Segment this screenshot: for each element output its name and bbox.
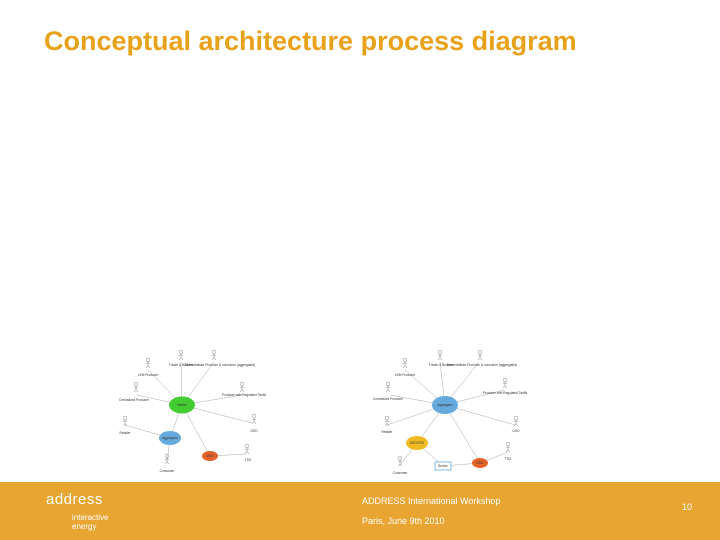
actor-icon [402, 357, 408, 369]
left-aggregator-label: Aggregator [162, 436, 179, 440]
right-red-label: DSO [477, 461, 484, 465]
right-sub-label: DSO/TSO [410, 441, 425, 445]
slide-title: Conceptual architecture process diagram [44, 26, 577, 56]
actor-icon [145, 357, 151, 369]
left-dso-label: DSO [207, 454, 214, 458]
left-actor-label: Decentralised Producer & consumer (aggre… [185, 363, 255, 367]
actor-icon [397, 455, 403, 467]
actor-icon [178, 349, 184, 361]
left-aggregator-node [159, 431, 181, 445]
page-number: 10 [682, 502, 693, 512]
left-actor-label: Consumer [160, 469, 176, 473]
left-dso-node [202, 451, 218, 461]
actor-icon [513, 415, 519, 427]
left-actor-label: Trader & Brokers [169, 363, 194, 367]
actor-icon [211, 349, 217, 361]
logo-tagline-line1: interactive [72, 513, 109, 522]
logo-tagline-line2: energy [72, 522, 97, 531]
actor-icon [244, 443, 250, 455]
right-actor-label: DSO [513, 429, 520, 433]
actor-icon [251, 413, 257, 425]
actor-icon [239, 381, 245, 393]
left-actor-label: Producer with Regulated Tariffs [222, 393, 267, 397]
footer-event: ADDRESS International Workshop [362, 496, 501, 506]
left-actor-label: TSO [245, 458, 252, 462]
right-hub-node [432, 396, 458, 414]
logo-tagline: interactive energy [72, 513, 132, 531]
right-box-node [434, 461, 452, 471]
right-actor-label: Retailer [382, 430, 394, 434]
left-actor-label: LEM Producer [138, 373, 159, 377]
actor-icon [133, 381, 139, 393]
right-actor-label: Centralized Producer [373, 397, 404, 401]
right-sub-node [406, 436, 428, 450]
left-hub-label: Market [177, 403, 187, 407]
actor-icon [505, 441, 511, 453]
left-process-diagram: Trader & Brokers Decentralised Producer … [119, 349, 267, 473]
right-actor-label: Consumer [393, 471, 409, 475]
right-actor-label: LEM Producer [395, 373, 416, 377]
left-actor-label: Centralized Producer [119, 398, 150, 402]
actor-icon [385, 381, 391, 393]
right-actor-label: Trader & Brokers [429, 363, 454, 367]
actor-icon [502, 377, 508, 389]
right-hub-label: Aggregator [437, 403, 454, 407]
actor-icon [164, 453, 170, 465]
right-actor-label: TSO [505, 457, 512, 461]
address-logo: address [46, 491, 103, 508]
left-hub-node [169, 396, 195, 414]
left-actor-label: Retailer [120, 431, 132, 435]
actor-icon [122, 415, 128, 427]
footer-bar [0, 482, 720, 540]
actor-icon [437, 349, 443, 361]
footer-date: Paris, June 9th 2010 [362, 516, 445, 526]
right-process-diagram: Trader & Brokers Decentralised Producer … [373, 349, 528, 475]
right-red-node [472, 458, 488, 468]
right-actor-label: Decentralised Producer & consumer (aggre… [447, 363, 517, 367]
right-box-label: Broker [438, 464, 448, 468]
right-actor-label: Producer with Regulated Tariffs [483, 391, 528, 395]
actor-icon [384, 415, 390, 427]
left-actor-label: DSO [251, 429, 258, 433]
actor-icon [477, 349, 483, 361]
